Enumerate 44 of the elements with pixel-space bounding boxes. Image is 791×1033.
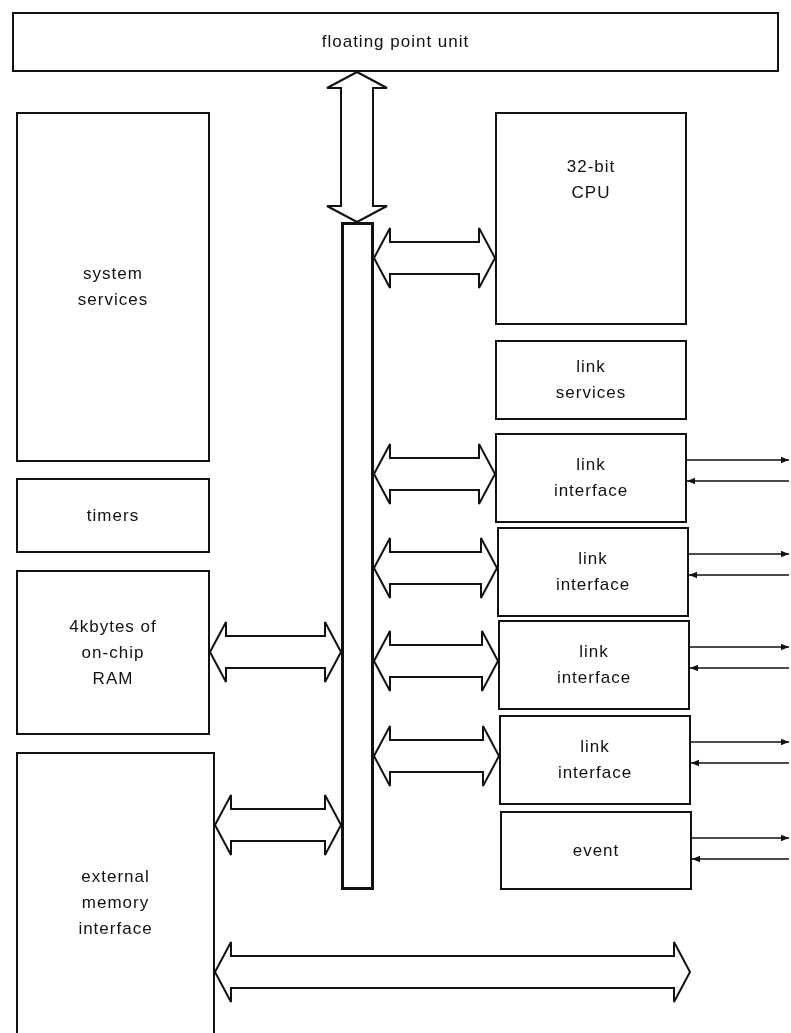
- block-box: [12, 12, 779, 72]
- bus-arrow: [326, 70, 388, 224]
- signal-arrow: [691, 834, 790, 842]
- block-label: 4kbytes of on-chip RAM: [68, 615, 158, 690]
- block-label: link interface: [554, 548, 632, 596]
- block-label: external memory interface: [77, 866, 154, 940]
- signal-arrow: [686, 456, 790, 464]
- block-label: link services: [554, 356, 628, 404]
- signal-arrow: [689, 664, 790, 672]
- block-box: [16, 478, 210, 553]
- bus-arrow: [372, 537, 499, 599]
- signal-arrow: [686, 477, 790, 485]
- bus-arrow: [208, 621, 343, 683]
- block-box: [498, 620, 690, 710]
- block-label: link interface: [556, 736, 634, 784]
- block-label: event: [572, 839, 620, 862]
- bus-arrow: [372, 443, 497, 505]
- block-box: [500, 811, 692, 890]
- block-box: [495, 433, 687, 523]
- bus-arrow: [213, 794, 343, 856]
- bus-bar: [341, 222, 374, 890]
- block-label: link interface: [555, 641, 633, 689]
- block-label: link interface: [552, 454, 630, 502]
- block-box: [499, 715, 691, 805]
- bus-arrow: [372, 630, 500, 692]
- block-label: timers: [86, 504, 140, 527]
- bus-arrow: [372, 227, 497, 289]
- bus-arrow: [213, 941, 692, 1003]
- block-label: system services: [76, 263, 150, 311]
- signal-arrow: [688, 550, 790, 558]
- signal-arrow: [691, 855, 790, 863]
- block-box: [497, 527, 689, 617]
- block-box: [16, 570, 210, 735]
- block-box: [16, 752, 215, 1033]
- block-label: 32-bit CPU: [565, 156, 617, 204]
- block-box: [495, 112, 687, 325]
- block-box: [495, 340, 687, 420]
- signal-arrow: [689, 643, 790, 651]
- signal-arrow: [688, 571, 790, 579]
- bus-arrow: [372, 725, 501, 787]
- block-box: [16, 112, 210, 462]
- signal-arrow: [690, 738, 790, 746]
- signal-arrow: [690, 759, 790, 767]
- block-label: floating point unit: [321, 31, 470, 53]
